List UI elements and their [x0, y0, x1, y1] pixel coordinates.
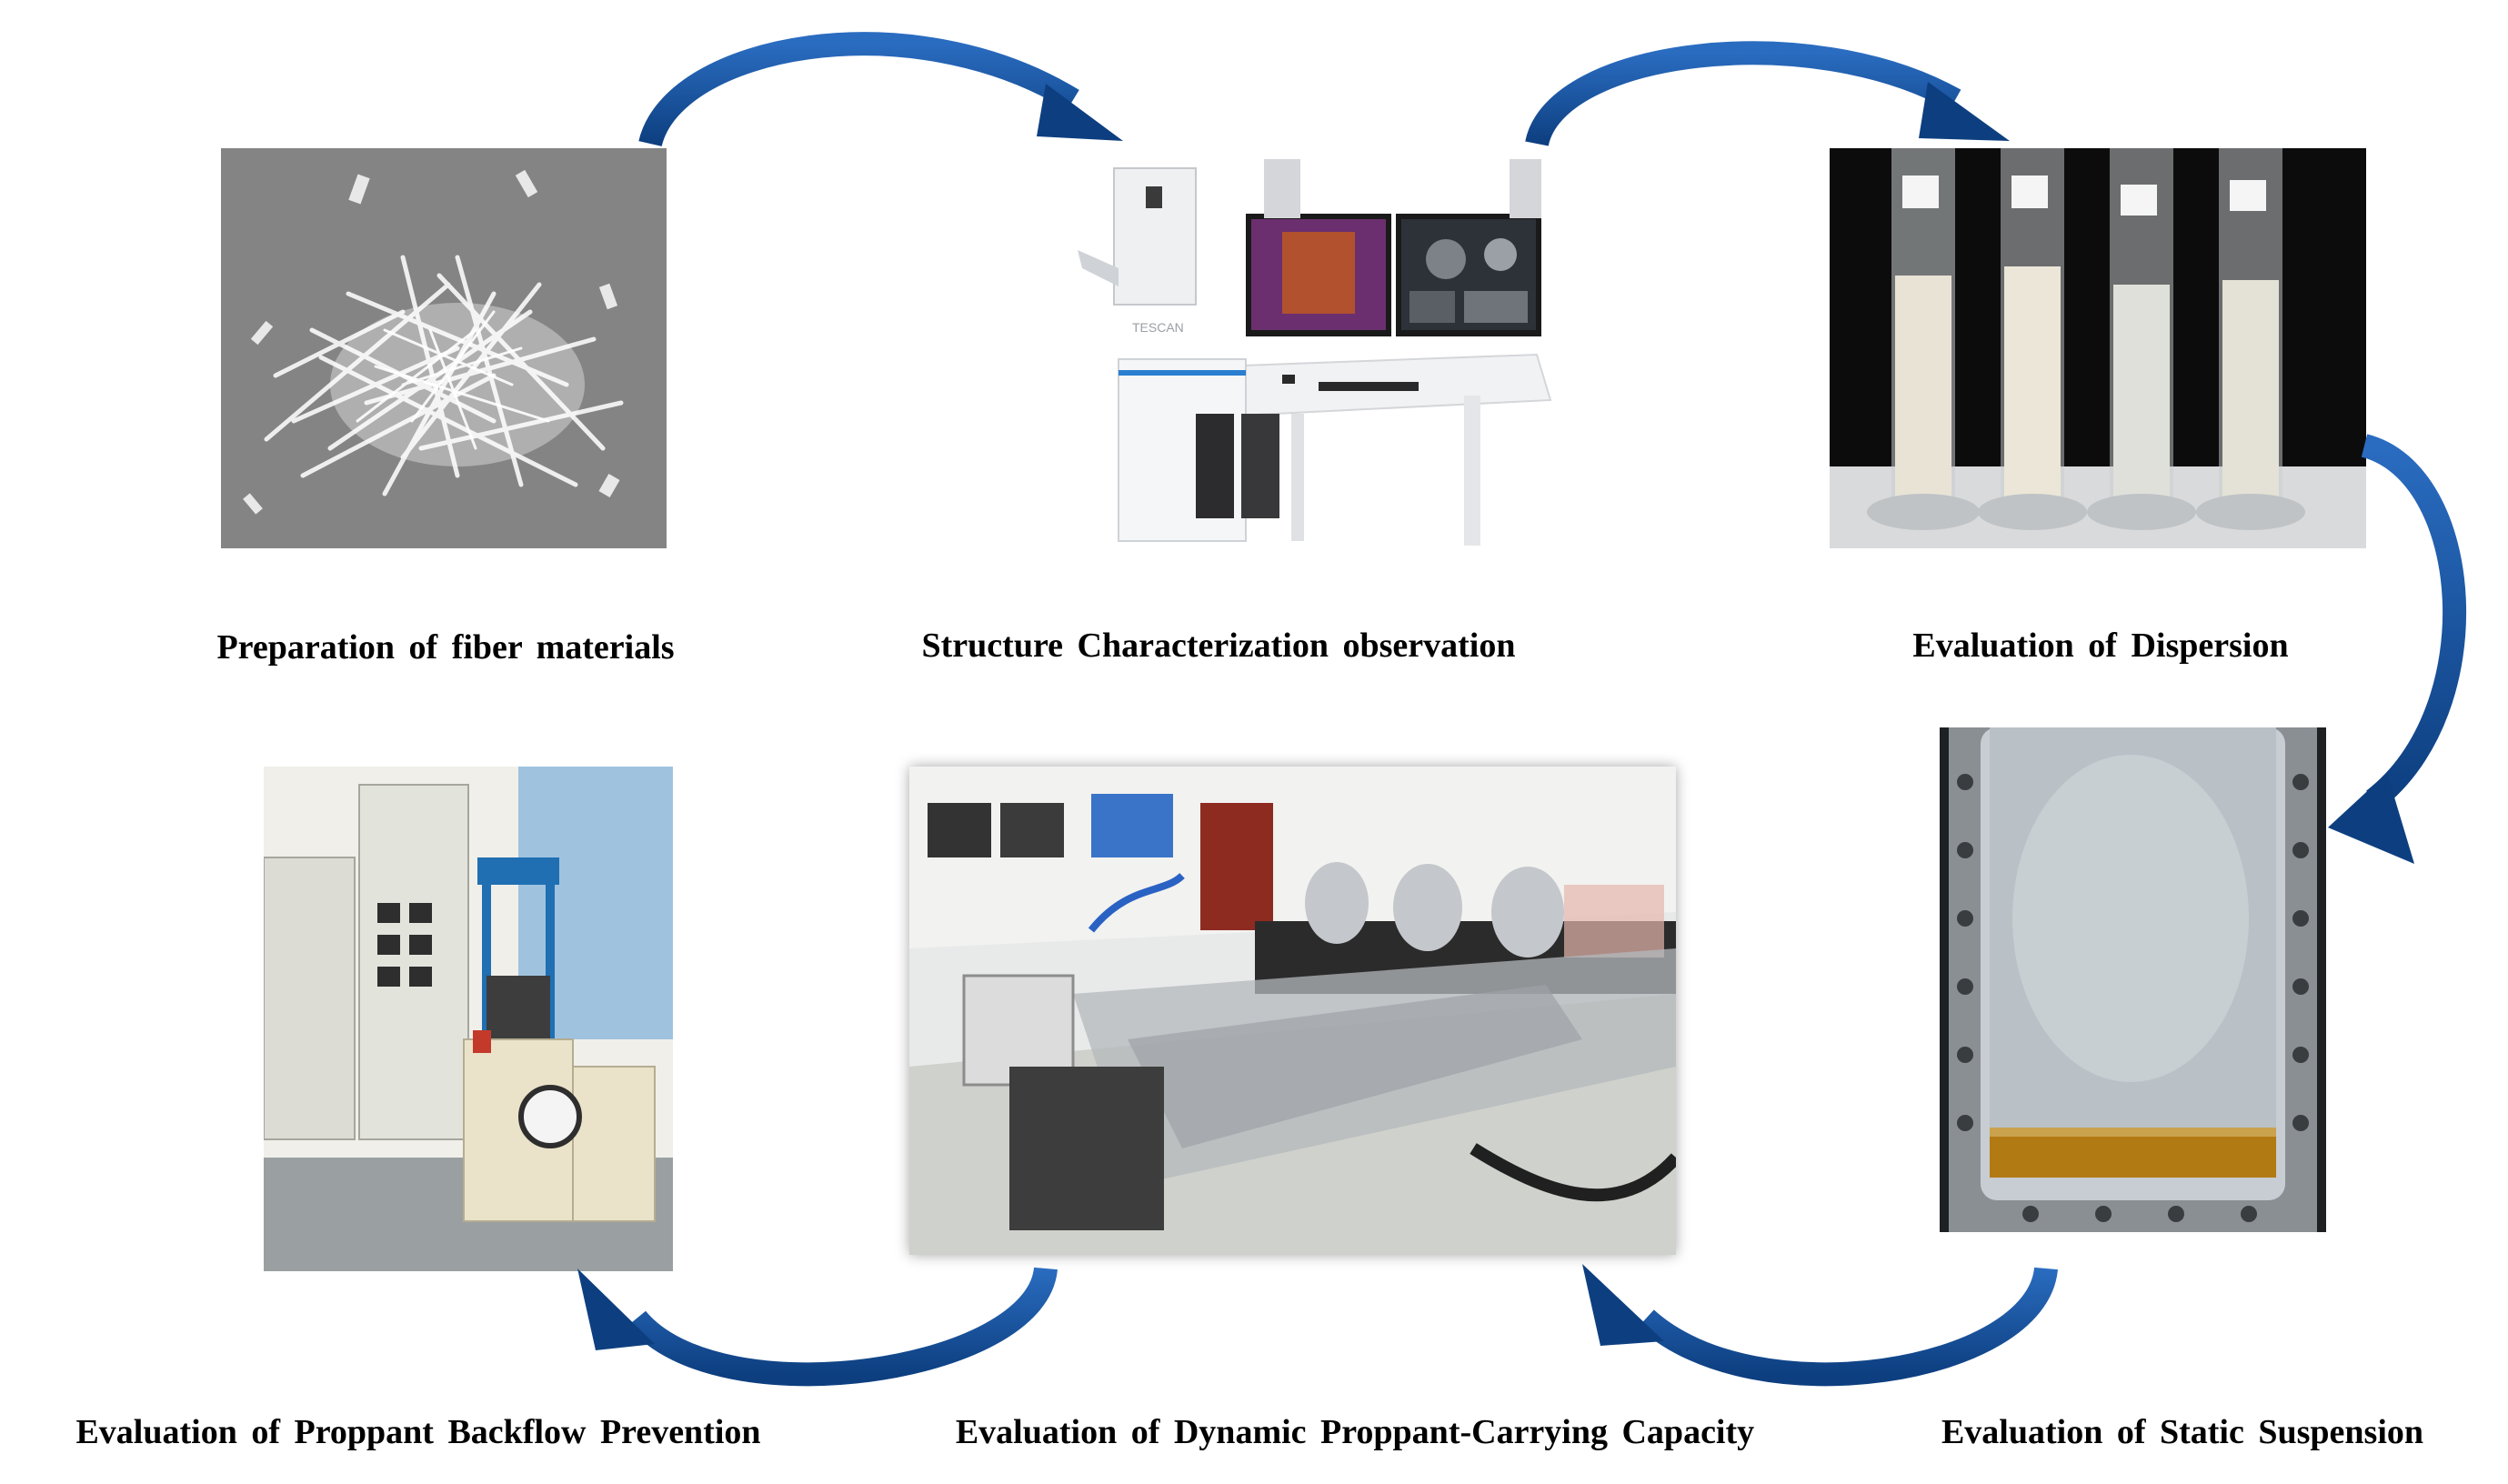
arrow-fiber-to-sem-icon	[638, 32, 1123, 147]
arrow-static-to-dynamic-icon	[1582, 1264, 2058, 1387]
sem-instrument-photo: TESCAN	[1064, 159, 1555, 550]
caption-structure-characterization: Structure Characterization observation	[921, 627, 1516, 665]
backflow-prevention-photo	[264, 767, 673, 1271]
static-suspension-photo	[1940, 727, 2326, 1232]
sem-brand-label: TESCAN	[1132, 320, 1184, 335]
caption-backflow-prevention: Evaluation of Proppant Backflow Preventi…	[75, 1413, 761, 1451]
caption-fiber-preparation: Preparation of fiber materials	[216, 628, 675, 667]
dynamic-carrying-lab-photo	[909, 767, 1676, 1255]
arrow-sem-to-dispersion-icon	[1525, 41, 2010, 147]
caption-dynamic-carrying: Evaluation of Dynamic Proppant-Carrying …	[955, 1413, 1755, 1451]
caption-dispersion: Evaluation of Dispersion	[1912, 627, 2289, 665]
fiber-materials-photo	[221, 148, 667, 548]
dispersion-cylinders-photo	[1830, 148, 2366, 548]
arrow-dynamic-to-backflow-icon	[577, 1266, 1058, 1387]
caption-static-suspension: Evaluation of Static Suspension	[1941, 1413, 2424, 1451]
